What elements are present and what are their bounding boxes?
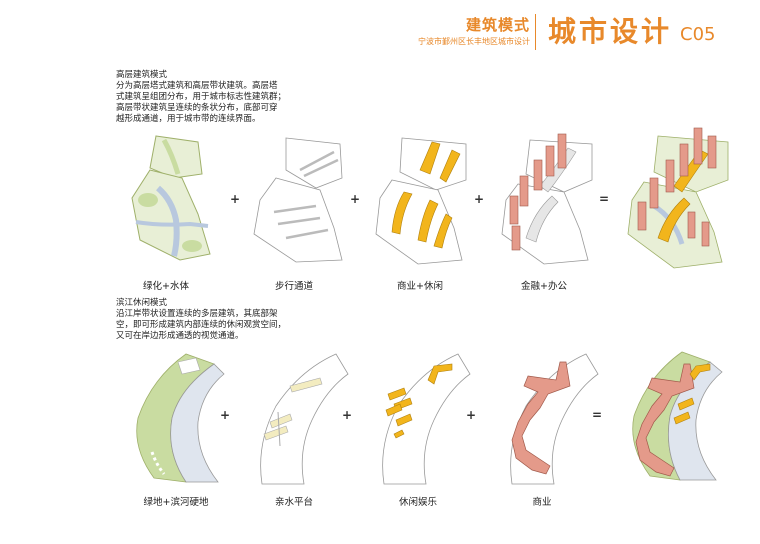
header-code: C05	[680, 24, 716, 45]
section2-label-leisure: 休闲娱乐	[398, 497, 437, 508]
header-divider	[535, 14, 536, 50]
header-main-title: 城市设计	[548, 15, 673, 48]
section1-operator-equals: =	[598, 192, 610, 206]
section2-panel-combined	[632, 351, 723, 481]
section1-description: 分为高层塔式建筑和高层带状建筑。高层塔 式建筑呈组团分布，用于城市标志性建筑群；…	[116, 81, 287, 124]
section2-operator-2: +	[341, 408, 353, 422]
section2-panel-commercial	[510, 353, 599, 485]
section1-operator-1: +	[229, 192, 241, 206]
section1-label-green-water: 绿化+水体	[143, 281, 189, 292]
section1-panel-combined	[627, 127, 729, 269]
section1-title: 高层建筑模式	[116, 70, 168, 80]
section1-text: 高层建筑模式 分为高层塔式建筑和高层带状建筑。高层塔 式建筑呈组团分布，用于城市…	[116, 70, 306, 125]
section2-operator-1: +	[219, 408, 231, 422]
section2-label-commercial: 商业	[532, 497, 552, 508]
section1-panel-green-water	[131, 135, 211, 261]
header-caption: 宁波市鄞州区长丰地区城市设计	[418, 37, 530, 46]
section2-panel-waterfront-platform	[260, 353, 349, 485]
section1-label-pedestrian: 步行通道	[274, 281, 313, 292]
section2-description: 沿江岸带状设置连续的多层建筑，其底部架 空，即可形成建筑内部连续的休闲观赏空间，…	[116, 309, 287, 341]
section1-label-finance-office: 金融+办公	[521, 281, 567, 292]
section2-label-waterfront-platform: 亲水平台	[274, 497, 313, 508]
section1-panel-finance-office	[501, 133, 593, 265]
section2-panel-leisure	[382, 353, 471, 485]
section1-operator-2: +	[349, 192, 361, 206]
section1-operator-3: +	[473, 192, 485, 206]
section2-operator-equals: =	[591, 408, 603, 422]
header-subtitle-title: 建筑模式	[465, 16, 530, 34]
section1-panel-pedestrian	[253, 137, 343, 263]
section2-text: 滨江休闲模式 沿江岸带状设置连续的多层建筑，其底部架 空，即可形成建筑内部连续的…	[116, 298, 316, 342]
section2-title: 滨江休闲模式	[116, 298, 168, 308]
section1-panel-commercial	[375, 137, 467, 265]
section2-label-green-riverside: 绿地+滨河硬地	[143, 497, 209, 508]
section2-operator-3: +	[465, 408, 477, 422]
section2-panel-green-riverside	[136, 353, 225, 483]
section1-label-commercial: 商业+休闲	[397, 281, 443, 292]
